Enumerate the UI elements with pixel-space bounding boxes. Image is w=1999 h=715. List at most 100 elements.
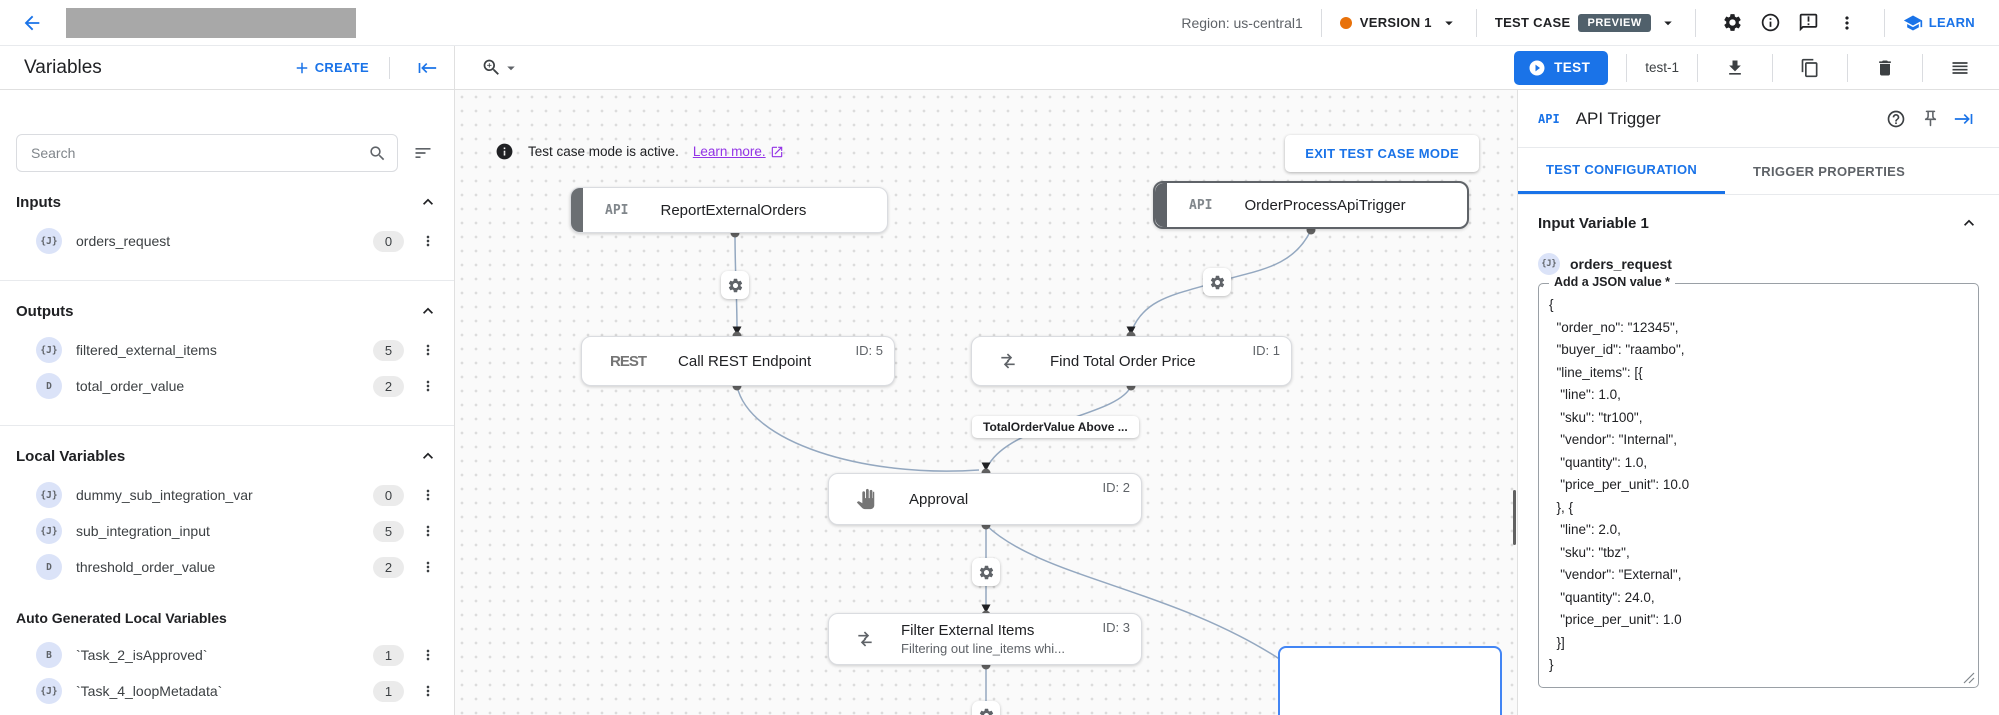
row-menu-button[interactable] — [416, 229, 440, 253]
node-report-external-orders[interactable]: API ReportExternalOrders — [570, 187, 888, 233]
info-icon — [496, 143, 513, 160]
edge-settings-button[interactable] — [1203, 268, 1231, 296]
variable-row[interactable]: {J} filtered_external_items 5 — [0, 333, 454, 367]
top-bar: Region: us-central1 VERSION 1 TEST CASE … — [0, 0, 1999, 46]
variables-title: Variables — [24, 56, 102, 78]
count-badge: 2 — [373, 375, 404, 397]
gear-icon — [979, 565, 993, 579]
node-filter-external-items[interactable]: Filter External Items Filtering out line… — [828, 613, 1142, 665]
divider — [1626, 53, 1628, 82]
chevron-down-icon — [507, 66, 515, 70]
collapse-panel-button[interactable] — [408, 49, 446, 87]
row-menu-button[interactable] — [416, 555, 440, 579]
search-input[interactable] — [31, 145, 368, 161]
edge-settings-button[interactable] — [721, 271, 749, 299]
pin-button[interactable] — [1913, 102, 1947, 136]
download-button[interactable] — [1716, 49, 1754, 87]
gear-icon — [979, 708, 993, 715]
node-approval[interactable]: Approval ID: 2 — [828, 473, 1142, 525]
gear-icon — [1210, 275, 1224, 289]
learn-link[interactable]: LEARN — [1903, 13, 1975, 33]
divider — [389, 56, 390, 79]
section-header-outputs[interactable]: Outputs — [0, 301, 454, 321]
node-call-rest-endpoint[interactable]: REST Call REST Endpoint ID: 5 — [581, 336, 895, 386]
test-button-label: TEST — [1554, 60, 1591, 75]
settings-button[interactable] — [1714, 4, 1752, 42]
arrowhead — [1126, 326, 1136, 335]
selected-node-partial[interactable] — [1278, 646, 1502, 715]
variable-row[interactable]: {J} dummy_sub_integration_var 0 — [0, 478, 454, 512]
chevron-down-icon — [1663, 21, 1672, 25]
variable-row[interactable]: D total_order_value 2 — [0, 369, 454, 403]
help-button[interactable] — [1879, 102, 1913, 136]
help-icon — [1887, 110, 1905, 127]
section-header-inputs[interactable]: Inputs — [0, 192, 454, 212]
variable-row[interactable]: D threshold_order_value 2 — [0, 550, 454, 584]
row-menu-button[interactable] — [416, 483, 440, 507]
tab-test-configuration[interactable]: TEST CONFIGURATION — [1518, 148, 1726, 194]
json-type-icon: {J} — [36, 228, 62, 254]
node-order-process-api-trigger[interactable]: API OrderProcessApiTrigger — [1153, 181, 1469, 229]
node-find-total-order-price[interactable]: Find Total Order Price ID: 1 — [971, 336, 1292, 386]
divider — [1694, 8, 1696, 37]
exit-test-case-mode-button[interactable]: EXIT TEST CASE MODE — [1285, 135, 1479, 172]
create-variable-button[interactable]: CREATE — [285, 53, 377, 83]
search-box — [16, 134, 398, 172]
divider — [1320, 8, 1322, 37]
collapse-panel-button[interactable] — [1947, 102, 1981, 136]
test-button[interactable]: TEST — [1514, 50, 1609, 85]
version-selector[interactable]: VERSION 1 — [1339, 14, 1458, 32]
back-button[interactable] — [12, 3, 52, 43]
double-type-icon: D — [36, 554, 62, 580]
variable-row[interactable]: B `Task_2_isApproved` 1 — [0, 638, 454, 672]
learn-more-link[interactable]: Learn more. — [693, 144, 784, 159]
info-button[interactable] — [1752, 4, 1790, 42]
variable-row[interactable]: {J} orders_request 0 — [0, 224, 454, 258]
list-menu-button[interactable] — [1941, 49, 1979, 87]
copy-icon — [1801, 58, 1818, 77]
tab-trigger-properties[interactable]: TRIGGER PROPERTIES — [1753, 163, 1906, 179]
banner-text: Test case mode is active. — [528, 144, 679, 159]
row-menu-button[interactable] — [416, 679, 440, 703]
zoom-control[interactable] — [481, 57, 520, 78]
variable-row[interactable]: {J} `Task_4_loopMetadata` 1 — [0, 674, 454, 708]
test-toolbar: TEST test-1 — [1514, 49, 1999, 87]
node-id: ID: 5 — [855, 343, 883, 358]
sort-variables-button[interactable] — [408, 138, 438, 168]
panel-body: Input Variable 1 {J} orders_request Add … — [1518, 195, 1999, 688]
panel-header: API API Trigger — [1518, 90, 1999, 148]
edge-settings-button[interactable] — [972, 558, 1000, 586]
more-vert-icon — [426, 235, 430, 247]
search-icon — [370, 145, 385, 160]
open-in-new-icon — [771, 146, 782, 157]
divider — [1475, 8, 1477, 37]
variable-name: `Task_4_loopMetadata` — [76, 683, 223, 699]
redacted-integration-title — [66, 7, 356, 38]
integration-canvas[interactable]: Test case mode is active. Learn more. EX… — [455, 90, 1517, 715]
canvas-scrollbar-thumb[interactable] — [1513, 490, 1516, 545]
row-menu-button[interactable] — [416, 338, 440, 362]
row-menu-button[interactable] — [416, 643, 440, 667]
resize-handle[interactable] — [1963, 672, 1975, 684]
chevron-up-icon — [423, 198, 433, 205]
json-type-icon: {J} — [36, 518, 62, 544]
more-options-button[interactable] — [1828, 4, 1866, 42]
chevron-up-icon[interactable] — [1959, 213, 1979, 233]
feedback-icon — [1799, 13, 1818, 32]
variable-row[interactable]: {J} sub_integration_input 5 — [0, 514, 454, 548]
test-case-selector[interactable]: TEST CASE PREVIEW — [1495, 13, 1677, 32]
json-type-icon: {J} — [36, 482, 62, 508]
row-menu-button[interactable] — [416, 519, 440, 543]
delete-button[interactable] — [1866, 49, 1904, 87]
more-vert-icon — [426, 380, 430, 392]
row-menu-button[interactable] — [416, 374, 440, 398]
edge-condition-label[interactable]: TotalOrderValue Above ... — [972, 416, 1139, 438]
edge-settings-button[interactable] — [972, 701, 1000, 715]
section-header-local-variables[interactable]: Local Variables — [0, 446, 454, 466]
gear-icon — [1724, 14, 1741, 31]
divider — [0, 425, 454, 426]
copy-button[interactable] — [1791, 49, 1829, 87]
json-value-textarea[interactable]: { "order_no": "12345", "buyer_id": "raam… — [1549, 294, 1974, 676]
section-title: Local Variables — [16, 447, 126, 465]
feedback-button[interactable] — [1790, 4, 1828, 42]
